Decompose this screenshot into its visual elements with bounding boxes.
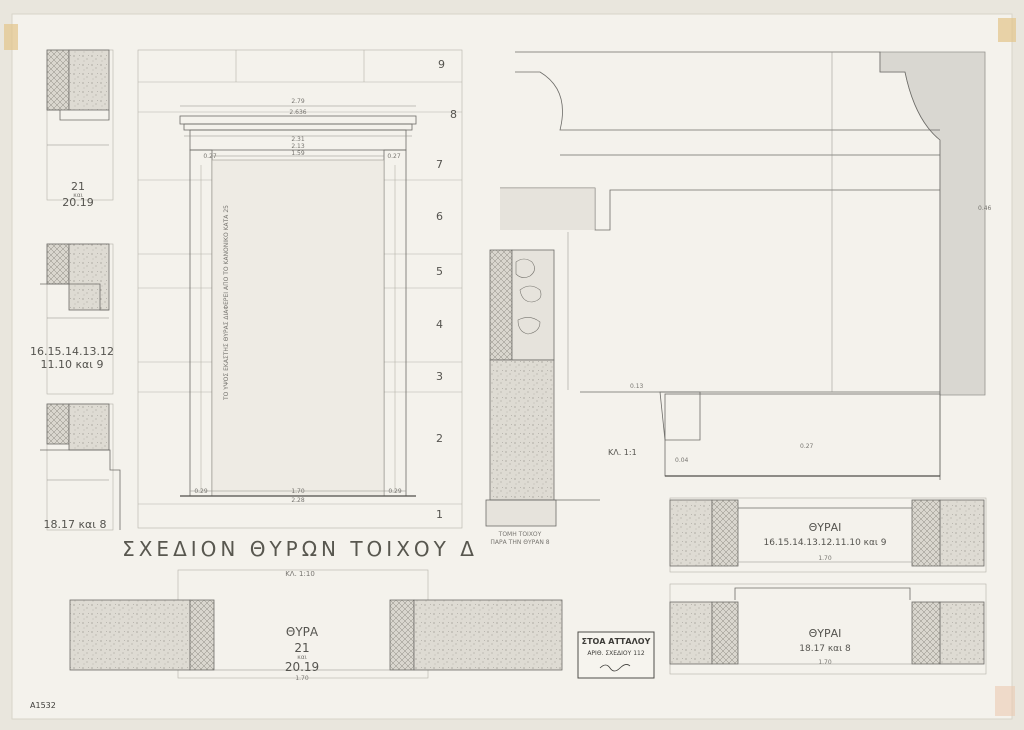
plan2-subtitle: 18.17 και 8 (799, 644, 851, 654)
profile-scale: ΚΛ. 1:1 (608, 448, 637, 457)
profile-dim-0.04: 0.04 (675, 457, 689, 464)
stain-mark (995, 686, 1015, 716)
dim-0.27-right: 0.27 (387, 153, 401, 160)
detail-16-9: 16.15.14.13.12 11.10 και 9 (30, 243, 114, 395)
profile-dim-0.46: 0.46 (978, 205, 992, 212)
section-caption-2: ΠΑΡΑ ΤΗΝ ΘΥΡΑΝ 8 (490, 539, 549, 546)
course-7: 7 (436, 158, 443, 171)
tape-mark (998, 18, 1016, 42)
course-3: 3 (436, 370, 443, 383)
wall-section: ΤΟΜΗ ΤΟΙΧΟΥ ΠΑΡΑ ΤΗΝ ΘΥΡΑΝ 8 (485, 249, 600, 546)
dim-2.28: 2.28 (291, 497, 305, 504)
course-9: 9 (438, 58, 445, 71)
elevation-vertical-note: ΤΟ ΥΨΟΣ ΕΚΑΣΤΗΣ ΘΥΡΑΣ ΔΙΑΦΕΡΕΙ ΑΠΟ ΤΟ ΚΑ… (223, 205, 230, 401)
archive-number: A1532 (30, 701, 56, 710)
plan1-title: ΘΥΡΑΙ (809, 521, 842, 534)
stamp-signature (599, 664, 631, 672)
dim-2.79: 2.79 (291, 98, 305, 105)
plan2-dim: 1.70 (818, 659, 832, 666)
cornice-profile: ΚΛ. 1:1 0.46 0.13 0.04 0.27 (500, 51, 992, 480)
plan3-sub2: και (297, 654, 307, 661)
course-4: 4 (436, 318, 443, 331)
detail-21-label2: 20.19 (62, 196, 94, 209)
dim-2.31: 2.31 (291, 136, 305, 143)
tape-mark (4, 24, 18, 50)
plan3-subtitle: 21 (294, 641, 309, 655)
detail-21: 21 και 20.19 (46, 49, 114, 209)
plan1-dim: 1.70 (818, 555, 832, 562)
profile-dim-0.27: 0.27 (800, 443, 814, 450)
dim-2.636: 2.636 (289, 109, 306, 116)
drawing-scale: ΚΛ. 1:10 (285, 570, 315, 578)
dim-1.59: 1.59 (291, 150, 305, 157)
dim-2.13: 2.13 (291, 143, 305, 150)
course-1: 1 (436, 508, 443, 521)
plan-doors-16-9: ΘΥΡΑΙ 16.15.14.13.12.11.10 και 9 1.70 (669, 497, 987, 573)
plan3-subtitle2: 20.19 (285, 660, 319, 674)
dim-0.27-left: 0.27 (203, 153, 217, 160)
plan1-subtitle: 16.15.14.13.12.11.10 και 9 (763, 538, 886, 548)
profile-dim-0.13: 0.13 (630, 383, 644, 390)
detail-16-label: 16.15.14.13.12 (30, 345, 114, 358)
plan3-title: ΘΥΡΑ (286, 625, 319, 639)
door-elevation: 2.79 2.636 2.31 2.13 1.59 0.27 0.27 0.29… (137, 49, 463, 529)
course-5: 5 (436, 265, 443, 278)
detail-18-label: 18.17 και 8 (44, 518, 107, 531)
stamp-line2: ΑΡΙΘ. ΣΧΕΔΙΟΥ 112 (587, 650, 645, 657)
course-6: 6 (436, 210, 443, 223)
section-caption-1: ΤΟΜΗ ΤΟΙΧΟΥ (498, 531, 542, 538)
plan-door-21: ΘΥΡΑ 21 και 20.19 1.70 (69, 569, 563, 682)
detail-21-label: 21 (71, 180, 85, 193)
course-8: 8 (450, 108, 457, 121)
drawing-title: ΣΧΕΔΙΟΝ ΘΥΡΩΝ ΤΟΙΧΟΥ Δ (122, 537, 478, 561)
dim-0.29-right: 0.29 (388, 488, 402, 495)
detail-16-label2: 11.10 και 9 (41, 358, 104, 371)
title-stamp: ΣΤΟΑ ΑΤΤΑΛΟΥ ΑΡΙΘ. ΣΧΕΔΙΟΥ 112 (577, 631, 655, 679)
plan3-dim: 1.70 (295, 675, 309, 682)
course-2: 2 (436, 432, 443, 445)
plan2-title: ΘΥΡΑΙ (809, 627, 842, 640)
detail-21-sub: και (73, 192, 83, 199)
detail-18-8: 18.17 και 8 (40, 403, 121, 531)
dim-0.29-left: 0.29 (194, 488, 208, 495)
stamp-title: ΣΤΟΑ ΑΤΤΑΛΟΥ (582, 637, 651, 646)
plan-doors-18-8: ΘΥΡΑΙ 18.17 και 8 1.70 (669, 583, 987, 675)
dim-1.70: 1.70 (291, 488, 305, 495)
